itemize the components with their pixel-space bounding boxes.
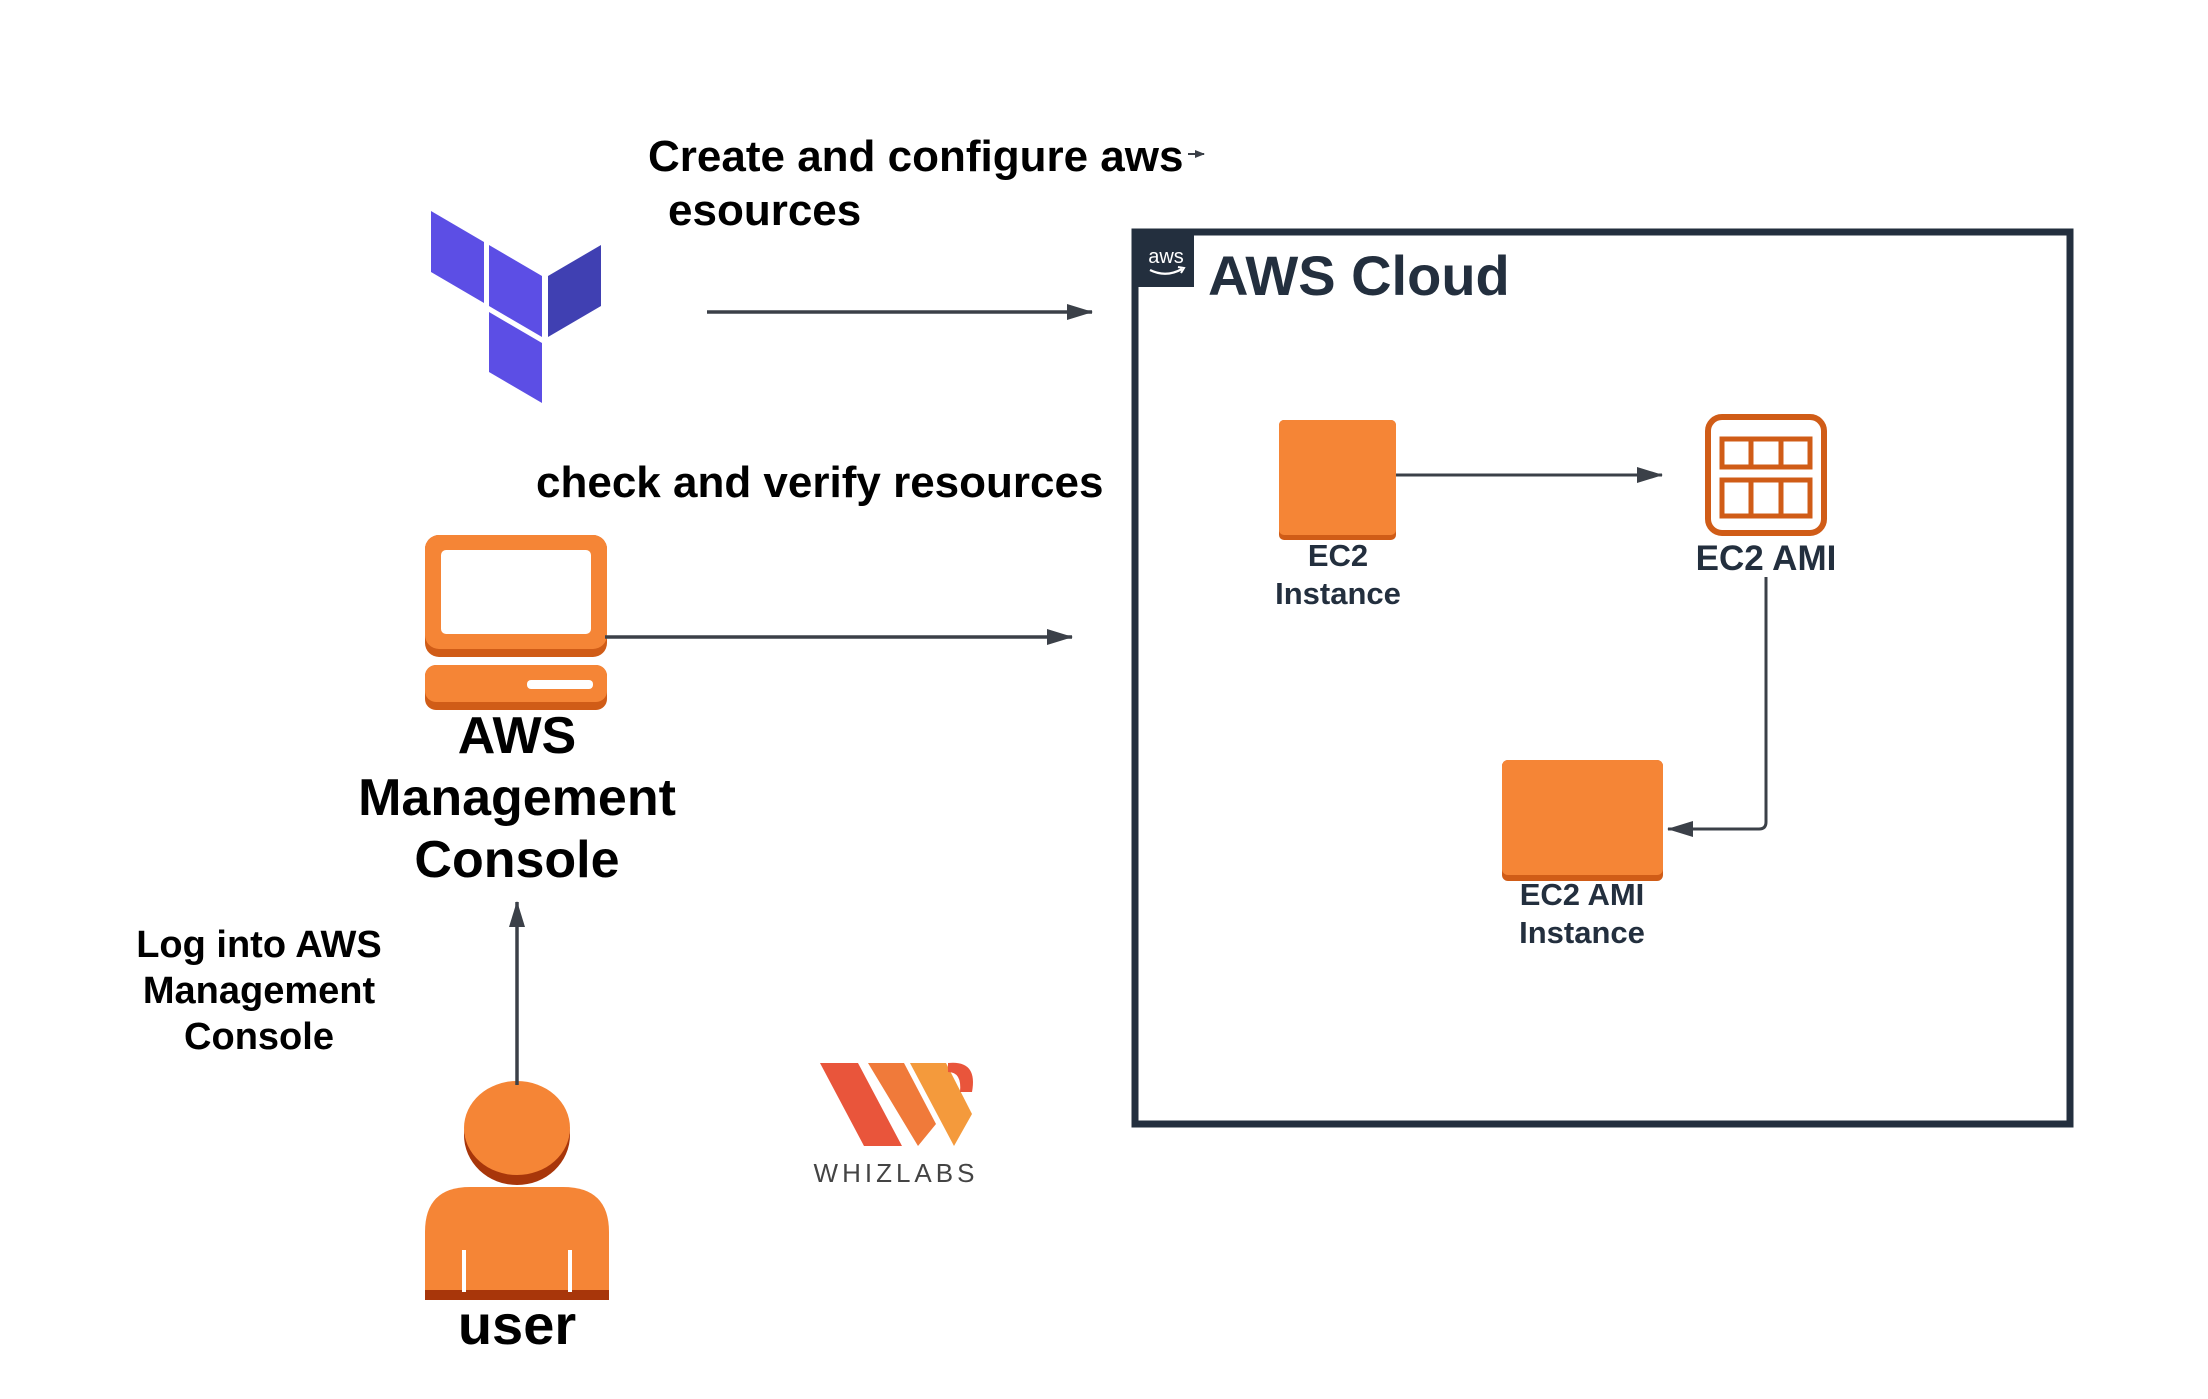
svg-text:aws: aws bbox=[1148, 246, 1184, 268]
ec2-ami-label: EC2 AMI bbox=[1695, 539, 1837, 578]
ec2-instance-label-line2: Instance bbox=[1275, 576, 1401, 611]
console-label-line3: Console bbox=[414, 831, 620, 889]
aws-cloud-title: AWS Cloud bbox=[1208, 244, 1510, 307]
ami-instance-label-line2: Instance bbox=[1519, 915, 1645, 950]
laptop-icon bbox=[425, 535, 607, 710]
whizlabs-logo-icon bbox=[820, 1062, 973, 1146]
ami-to-instance-arrow bbox=[1667, 577, 1768, 837]
ec2-instance-label: EC2 Instance bbox=[1238, 537, 1438, 613]
console-label-line2: Management bbox=[358, 769, 676, 827]
ami-instance-label-line1: EC2 AMI bbox=[1519, 877, 1645, 912]
terraform-action-line2: esources bbox=[668, 186, 862, 235]
console-label: AWS Management Console bbox=[317, 705, 717, 891]
terraform-logo-icon bbox=[431, 211, 601, 403]
ec2-ami-icon bbox=[1705, 414, 1827, 536]
console-label-line1: AWS bbox=[457, 707, 577, 765]
ec2-instance-icon bbox=[1279, 420, 1396, 540]
aws-cloud-container bbox=[1131, 228, 2074, 1128]
login-action-line3: Console bbox=[184, 1016, 334, 1058]
ami-instance-label: EC2 AMI Instance bbox=[1457, 876, 1707, 952]
login-action-line2: Management bbox=[142, 970, 376, 1012]
user-label: user bbox=[457, 1293, 577, 1356]
ami-instance-icon bbox=[1502, 760, 1663, 881]
user-icon bbox=[425, 1081, 609, 1300]
terraform-action-label: Create and configure aws esources bbox=[648, 130, 1183, 238]
whizlabs-wordmark: WHIZLABS bbox=[813, 1158, 979, 1188]
login-action-label: Log into AWS Management Console bbox=[109, 922, 409, 1060]
console-action-label: check and verify resources bbox=[536, 458, 1104, 507]
ec2-instance-label-line1: EC2 bbox=[1307, 538, 1369, 573]
terraform-action-line1: Create and configure aws bbox=[648, 132, 1184, 181]
login-action-line1: Log into AWS bbox=[136, 924, 382, 966]
aws-logo-icon: aws bbox=[1138, 235, 1194, 287]
